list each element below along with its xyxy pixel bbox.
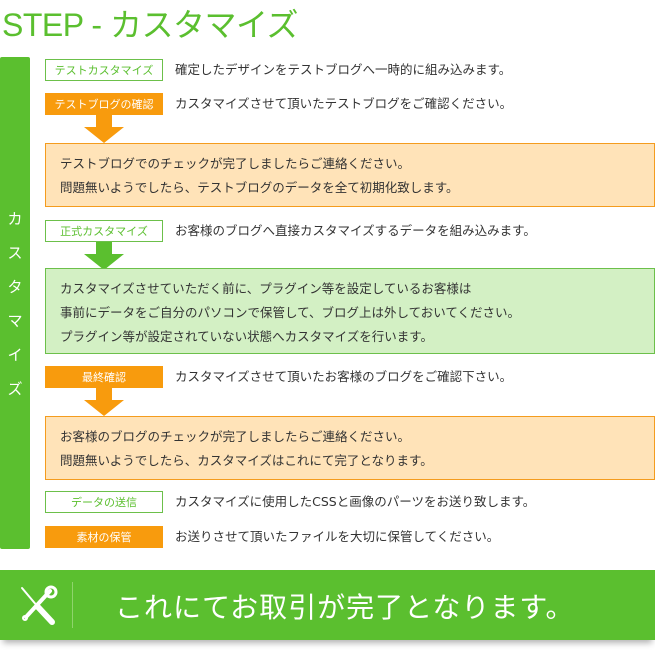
notice-line: 問題無いようでしたら、カスタマイズはこれにて完了となります。: [60, 453, 433, 468]
step-desc: カスタマイズに使用したCSSと画像のパーツをお送り致します。: [175, 494, 536, 509]
step-label-storage: 素材の保管: [45, 526, 163, 548]
page-title: STEP - カスタマイズ: [2, 7, 298, 43]
step-desc: カスタマイズさせて頂いたお客様のブログをご確認下さい。: [175, 369, 513, 384]
notice-box-test: テストブログでのチェックが完了しましたらご連絡ください。 問題無いようでしたら、…: [45, 143, 655, 207]
step-desc: カスタマイズさせて頂いたテストブログをご確認ください。: [175, 96, 513, 111]
arrow-down-icon: [84, 115, 124, 143]
arrow-down-icon: [84, 388, 124, 416]
notice-line: 問題無いようでしたら、テストブログのデータを全て初期化致します。: [60, 180, 459, 195]
step-desc: 確定したデザインをテストブログへ一時的に組み込みます。: [175, 62, 512, 77]
step-desc: お客様のブログへ直接カスタマイズするデータを組み込みます。: [175, 223, 536, 238]
step-label-final-check: 最終確認: [45, 366, 163, 388]
sidebar-char: マ: [7, 311, 23, 330]
completion-banner: これにてお取引が完了となります。: [0, 570, 655, 640]
step-label-final-customize: 正式カスタマイズ: [45, 220, 163, 242]
step-desc: お送りさせて頂いたファイルを大切に保管してください。: [175, 529, 500, 544]
divider: [72, 582, 73, 628]
sidebar-char: イ: [7, 345, 23, 364]
sidebar-customize: カ ス タ マ イ ズ: [0, 57, 30, 549]
arrow-down-icon: [84, 242, 124, 270]
sidebar-char: タ: [7, 277, 23, 296]
notice-line: プラグイン等が設定されていない状態へカスタマイズを行います。: [60, 329, 434, 344]
notice-box-final: お客様のブログのチェックが完了しましたらご連絡ください。 問題無いようでしたら、…: [45, 416, 655, 480]
notice-line: 事前にデータをご自分のパソコンで保管して、ブログ上は外しておいてください。: [60, 305, 521, 320]
notice-line: カスタマイズさせていただく前に、プラグイン等を設定しているお客様は: [60, 281, 472, 296]
banner-text: これにてお取引が完了となります。: [115, 591, 575, 624]
notice-box-plugins: カスタマイズさせていただく前に、プラグイン等を設定しているお客様は 事前にデータ…: [45, 268, 655, 354]
tools-icon: [21, 585, 58, 625]
notice-line: お客様のブログのチェックが完了しましたらご連絡ください。: [60, 429, 411, 444]
step-label-test-check: テストブログの確認: [45, 93, 163, 115]
step-label-test-customize: テストカスタマイズ: [45, 59, 163, 81]
notice-line: テストブログでのチェックが完了しましたらご連絡ください。: [60, 156, 411, 171]
sidebar-char: カ: [7, 209, 23, 228]
sidebar-char: ズ: [7, 379, 23, 398]
sidebar-char: ス: [7, 243, 23, 262]
step-label-send-data: データの送信: [45, 491, 163, 513]
